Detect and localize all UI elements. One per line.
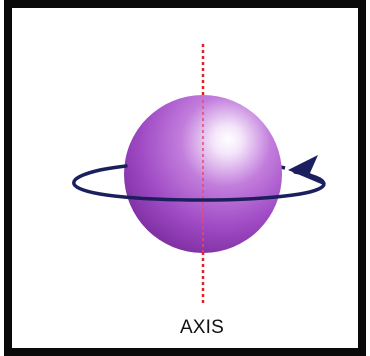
axis-label: AXIS [179,317,225,338]
rotation-arrow-icon [288,155,326,186]
frame-border [4,0,366,356]
rotation-ring-front [72,164,326,202]
